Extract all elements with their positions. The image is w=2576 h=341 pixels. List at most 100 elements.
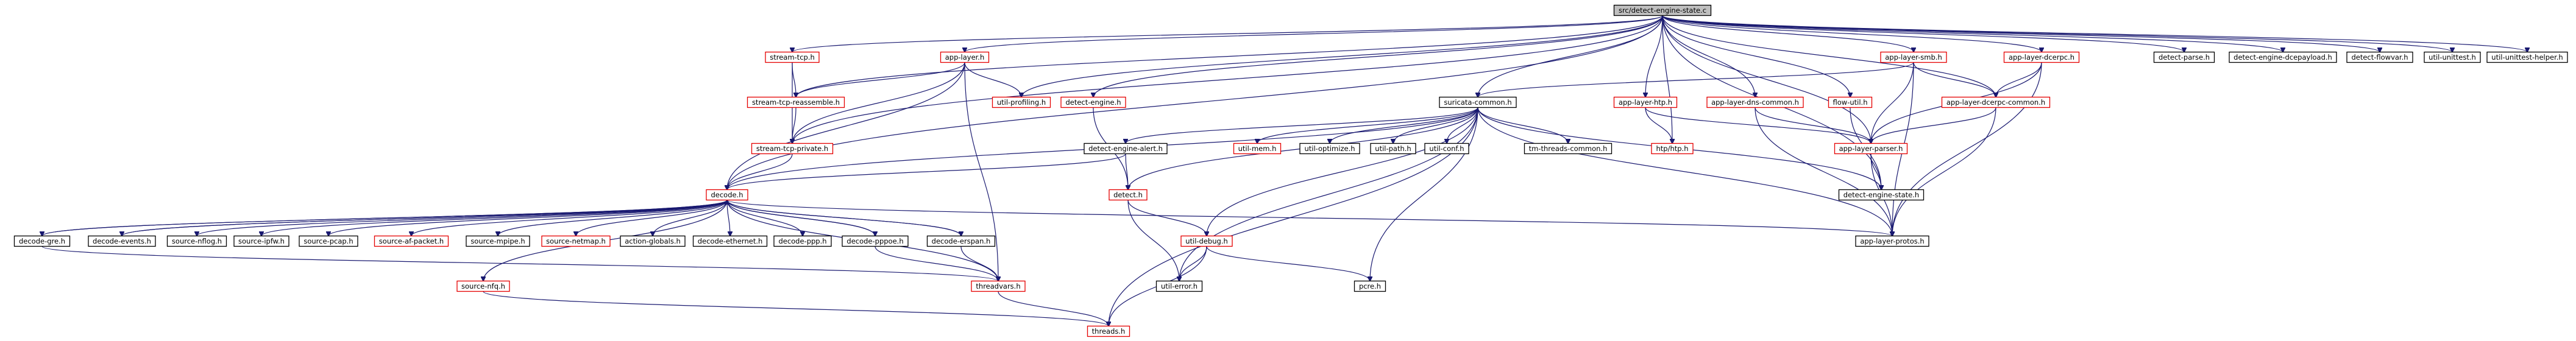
node-app-layer-parser[interactable]: app-layer-parser.h — [1834, 142, 1908, 155]
node-app-layer[interactable]: app-layer.h — [940, 51, 990, 63]
nodes-layer: src/detect-engine-state.c stream-tcp.h app… — [13, 4, 2568, 337]
node-app-layer-dns-common[interactable]: app-layer-dns-common.h — [1706, 96, 1804, 108]
node-box — [1828, 96, 1873, 108]
node-util-error[interactable]: util-error.h — [1155, 280, 1203, 292]
node-detect-engine-dcepayload[interactable]: detect-engine-dcepayload.h — [2229, 51, 2337, 63]
edge-app-layer-htp-to-htp-htp — [1645, 107, 1672, 144]
node-pcre[interactable]: pcre.h — [1354, 280, 1386, 292]
node-detect-engine-alert[interactable]: detect-engine-alert.h — [1084, 142, 1168, 155]
node-label: stream-tcp-private.h — [756, 144, 828, 153]
node-label: source-pcap.h — [303, 237, 353, 245]
node-action-globals[interactable]: action-globals.h — [620, 235, 686, 247]
node-decode-ppp[interactable]: decode-ppp.h — [773, 235, 832, 247]
node-source-af-packet[interactable]: source-af-packet.h — [374, 235, 449, 247]
node-suricata-common[interactable]: suricata-common.h — [1439, 96, 1517, 108]
node-app-layer-smb[interactable]: app-layer-smb.h — [1880, 51, 1947, 63]
node-tm-threads-common[interactable]: tm-threads-common.h — [1524, 142, 1613, 155]
edge-stream-tcp-private-to-decode — [727, 153, 793, 190]
node-util-unittest[interactable]: util-unittest.h — [2424, 51, 2481, 63]
node-label: detect-engine-dcepayload.h — [2234, 53, 2332, 62]
node-util-debug[interactable]: util-debug.h — [1180, 235, 1233, 247]
edge-root-to-suricata-common — [1478, 15, 1663, 97]
node-label: app-layer-parser.h — [1839, 144, 1903, 153]
node-box — [466, 235, 530, 247]
node-label: detect-engine.h — [1065, 98, 1121, 107]
node-decode-erspan[interactable]: decode-erspan.h — [926, 235, 996, 247]
node-stream-tcp-private[interactable]: stream-tcp-private.h — [751, 142, 834, 155]
node-source-ipfw[interactable]: source-ipfw.h — [233, 235, 289, 247]
node-app-layer-dcerpc[interactable]: app-layer-dcerpc.h — [2003, 51, 2080, 63]
edge-decode-events-to-decode — [121, 200, 727, 237]
node-box — [692, 235, 768, 247]
edge-suricata-common-to-util-debug — [1207, 107, 1478, 236]
node-app-layer-protos[interactable]: app-layer-protos.h — [1855, 235, 1929, 247]
edge-root-to-detect-flowvar — [1662, 15, 2380, 52]
node-box — [1060, 96, 1126, 108]
node-util-unittest-helper[interactable]: util-unittest-helper.h — [2486, 51, 2568, 63]
node-util-mem[interactable]: util-mem.h — [1233, 142, 1282, 155]
edge-app-layer-dcerpc-common-to-app-layer-protos — [1892, 107, 1996, 236]
node-decode-pppoe[interactable]: decode-pppoe.h — [842, 235, 909, 247]
node-detect-parse[interactable]: detect-parse.h — [2153, 51, 2215, 63]
node-source-nfq[interactable]: source-nfq.h — [456, 280, 510, 292]
node-decode-events[interactable]: decode-events.h — [88, 235, 156, 247]
node-util-conf[interactable]: util-conf.h — [1424, 142, 1469, 155]
node-stream-tcp-reassemble[interactable]: stream-tcp-reassemble.h — [747, 96, 845, 108]
node-box — [1439, 96, 1517, 108]
node-box — [1109, 189, 1148, 201]
edge-stream-tcp-to-stream-tcp-reassemble — [792, 62, 796, 97]
edge-suricata-common-to-util-optimize — [1330, 107, 1478, 144]
node-label: src/detect-engine-state.c — [1619, 6, 1706, 15]
node-htp-htp[interactable]: htp/htp.h — [1651, 142, 1694, 155]
edge-decode-erspan-to-decode — [727, 200, 962, 236]
edge-root-to-detect-engine — [1093, 15, 1663, 97]
node-box — [747, 96, 845, 108]
node-label: pcre.h — [1359, 282, 1381, 290]
node-decode[interactable]: decode.h — [706, 189, 748, 201]
node-threadvars[interactable]: threadvars.h — [971, 280, 1026, 292]
edge-app-layer-dns-common-to-app-layer-protos — [1755, 107, 1892, 236]
node-stream-tcp[interactable]: stream-tcp.h — [765, 51, 820, 63]
node-label: stream-tcp-reassemble.h — [752, 98, 840, 107]
node-label: util-profiling.h — [997, 98, 1046, 107]
node-source-netmap[interactable]: source-netmap.h — [541, 235, 611, 247]
edge-app-layer-to-threadvars — [964, 62, 998, 281]
edge-decode-to-source-ipfw — [261, 199, 728, 236]
node-source-mpipe[interactable]: source-mpipe.h — [466, 235, 530, 247]
node-app-layer-htp[interactable]: app-layer-htp.h — [1613, 96, 1678, 108]
node-source-nflog[interactable]: source-nflog.h — [166, 235, 227, 247]
node-decode-ethernet[interactable]: decode-ethernet.h — [692, 235, 768, 247]
edge-stream-tcp-reassemble-to-stream-tcp-private — [792, 107, 797, 144]
node-box — [940, 51, 990, 63]
node-util-profiling[interactable]: util-profiling.h — [992, 96, 1051, 108]
node-box — [971, 280, 1026, 292]
node-util-optimize[interactable]: util-optimize.h — [1299, 142, 1360, 155]
node-detect-flowvar[interactable]: detect-flowvar.h — [2346, 51, 2413, 63]
node-root[interactable]: src/detect-engine-state.c — [1613, 4, 1712, 16]
node-box — [620, 235, 686, 247]
node-detect-engine-state-h[interactable]: detect-engine-state.h — [1838, 189, 1925, 201]
node-decode-gre[interactable]: decode-gre.h — [13, 235, 71, 247]
node-box — [1838, 189, 1925, 201]
node-util-path[interactable]: util-path.h — [1370, 142, 1416, 155]
node-label: util-path.h — [1375, 144, 1411, 153]
node-label: action-globals.h — [625, 237, 681, 245]
node-box — [88, 235, 156, 247]
node-box — [456, 280, 510, 292]
edge-root-to-detect-parse — [1662, 15, 2184, 52]
node-detect[interactable]: detect.h — [1109, 189, 1148, 201]
node-app-layer-dcerpc-common[interactable]: app-layer-dcerpc-common.h — [1941, 96, 2051, 108]
edge-root-to-decode — [727, 15, 1663, 190]
node-source-pcap[interactable]: source-pcap.h — [299, 235, 358, 247]
node-detect-engine[interactable]: detect-engine.h — [1060, 96, 1126, 108]
node-box — [773, 235, 832, 247]
node-label: source-af-packet.h — [379, 237, 444, 245]
edge-root-to-util-unittest-helper — [1662, 15, 2527, 52]
node-flow-util[interactable]: flow-util.h — [1828, 96, 1873, 108]
edge-source-nfq-to-threads — [483, 290, 1109, 326]
node-threads[interactable]: threads.h — [1087, 325, 1130, 337]
edge-threadvars-to-threads — [998, 291, 1109, 326]
node-label: app-layer-dns-common.h — [1711, 98, 1799, 107]
edge-app-layer-to-util-profiling — [964, 62, 1021, 97]
node-label: detect-engine-alert.h — [1088, 144, 1163, 153]
